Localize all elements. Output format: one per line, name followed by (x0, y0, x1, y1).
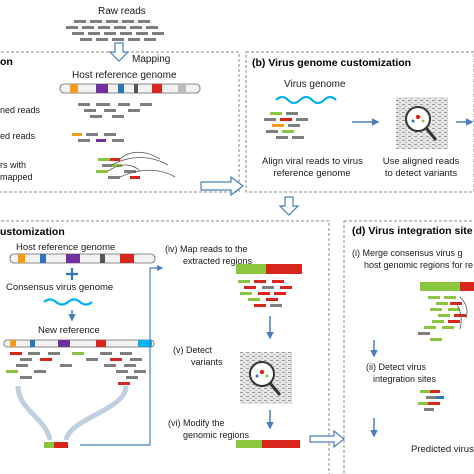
panel-b-step-2b: to detect variants (384, 168, 458, 179)
panel-d-reads (418, 296, 466, 341)
hollow-arrow-icon (200, 175, 244, 197)
step-iv-b: extracted regions (183, 256, 253, 266)
host-reference-genome-label: Host reference genome (72, 70, 177, 81)
panel-d-connectors (455, 296, 468, 330)
step-ii-b: integration sites (373, 374, 437, 384)
step-iv-a: (iv) Map reads to the (165, 244, 248, 254)
step-vi-b: genomic regions (183, 430, 250, 440)
sine-wave-icon (43, 298, 93, 306)
step-v-a: (v) Detect (173, 345, 213, 355)
panel-c-border (0, 220, 330, 474)
panel-d-integration-reads (418, 390, 444, 411)
panel-c-iv-reads (238, 280, 292, 307)
panel-b-title: (b) Virus genome customization (252, 57, 412, 69)
step-v-b: variants (191, 357, 223, 367)
host-chromosome-c (9, 253, 156, 264)
hollow-arrow-icon (278, 196, 300, 216)
extracted-region-iv (236, 264, 302, 274)
panel-b-step-1a: Align viral reads to virus (262, 156, 363, 167)
panel-c-reads (6, 352, 146, 385)
panel-a-connectors (107, 151, 176, 178)
host-chromosome-top (59, 83, 201, 94)
extraction-funnel (15, 385, 129, 441)
merged-region-d (420, 282, 474, 291)
raw-reads-label: Raw reads (98, 6, 146, 17)
predicted-virus-label: Predicted virus (411, 444, 474, 455)
hollow-arrow-icon (108, 42, 130, 62)
panel-d-title: (d) Virus integration site (352, 225, 473, 237)
magnifier-icon (405, 106, 438, 141)
panel-a-label-3a: rs with (0, 160, 27, 170)
sine-wave-icon (275, 95, 337, 105)
hollow-arrow-icon (309, 429, 345, 449)
panel-b-border (245, 51, 474, 193)
step-ii-a: (ii) Detect virus (366, 362, 427, 372)
panel-a-label-unaligned: ed reads (0, 131, 36, 141)
magnifier-icon (249, 361, 282, 396)
consensus-virus-genome-label: Consensus virus genome (6, 282, 114, 293)
modified-region (236, 440, 300, 448)
panel-a-label-3b: mapped (0, 172, 33, 182)
virus-genome-label: Virus genome (284, 79, 346, 90)
panel-c-host-ref-label: Host reference genome (16, 242, 116, 253)
extracted-region-c (44, 442, 68, 448)
step-i-a: (i) Merge consensus virus g (352, 248, 463, 258)
panel-d-border (343, 220, 474, 474)
plus-icon (66, 268, 78, 280)
panel-a-reads (72, 103, 152, 179)
mapping-label: Mapping (132, 54, 171, 65)
connector-line (80, 265, 164, 446)
panel-a-title: on (0, 56, 13, 68)
panel-b-step-1b: reference genome (273, 168, 351, 179)
new-reference-label: New reference (38, 325, 100, 336)
panel-c-title: ustomization (0, 226, 65, 238)
step-i-b: host genomic regions for re (364, 260, 474, 270)
panel-b-reads (264, 112, 308, 139)
step-vi-a: (vi) Modify the (168, 418, 225, 428)
raw-reads-cluster (66, 20, 164, 41)
new-reference-chromosome (3, 339, 155, 348)
panel-a-label-aligned: ned reads (0, 105, 41, 115)
panel-b-step-2a: Use aligned reads (382, 156, 460, 167)
